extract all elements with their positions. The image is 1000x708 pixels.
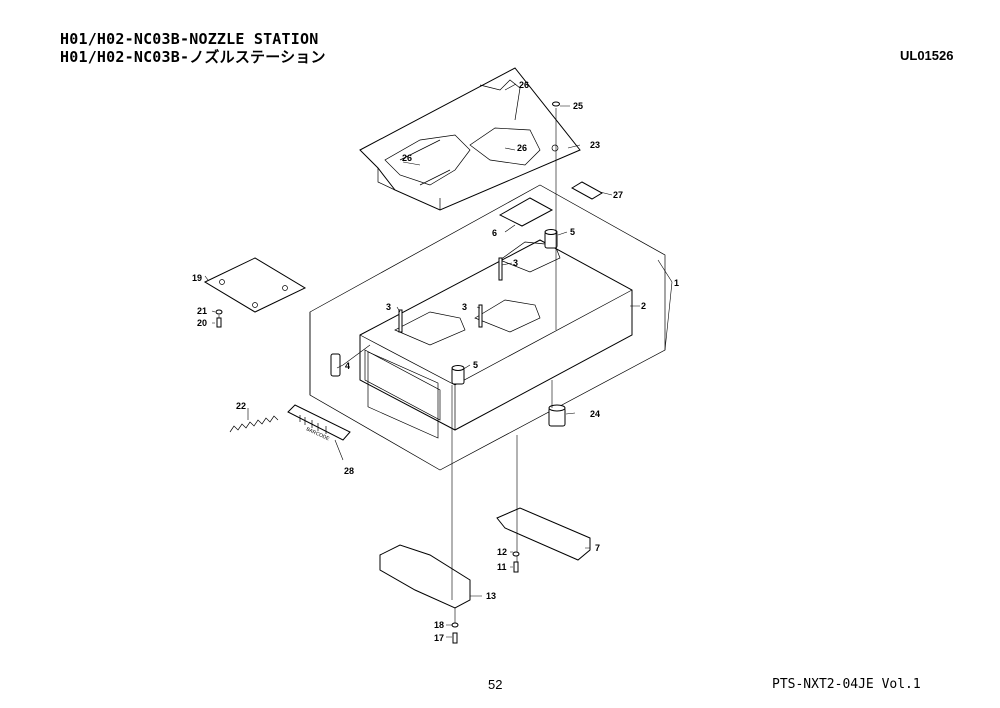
callout-21: 21 [197, 306, 207, 316]
callout-28: 28 [344, 466, 354, 476]
nozzle-station-body [359, 239, 633, 439]
callout-1: 1 [674, 278, 679, 288]
callout-26a: 26 [519, 80, 529, 90]
callout-11: 11 [497, 562, 507, 572]
callout-3a: 3 [513, 258, 518, 268]
callout-20: 20 [197, 318, 207, 328]
callout-17: 17 [434, 633, 444, 643]
callout-26c: 26 [517, 143, 527, 153]
callout-19: 19 [192, 273, 202, 283]
cover-plate [203, 257, 307, 313]
pin-4 [330, 353, 341, 377]
callout-22: 22 [236, 401, 246, 411]
callout-26b: 26 [402, 153, 412, 163]
fasteners [215, 101, 560, 644]
callouts: 26 25 26 26 23 27 6 5 1 3 3 19 21 20 3 3… [192, 80, 679, 643]
callout-24: 24 [590, 409, 600, 419]
barcode-label: BARCODE [287, 404, 351, 443]
title-japanese: H01/H02-NC03B-ノズルステーション [60, 48, 326, 66]
pins [398, 257, 503, 333]
callout-27: 27 [613, 190, 623, 200]
drawing-id: UL01526 [900, 48, 954, 63]
top-plate [359, 67, 581, 211]
spacers [451, 229, 558, 385]
callout-2: 2 [641, 301, 646, 311]
callout-12: 12 [497, 547, 507, 557]
callout-3c: 3 [462, 302, 467, 312]
callout-25: 25 [573, 101, 583, 111]
callout-4: 4 [345, 361, 350, 371]
label-plate [498, 197, 554, 227]
callout-18: 18 [434, 620, 444, 630]
callout-13: 13 [486, 591, 496, 601]
title-english: H01/H02-NC03B-NOZZLE STATION [60, 30, 319, 48]
callout-5b: 5 [473, 360, 478, 370]
bracket-7 [496, 507, 591, 561]
small-label [570, 181, 604, 200]
callout-5a: 5 [570, 227, 575, 237]
bracket-13 [379, 544, 471, 609]
page-number: 52 [488, 677, 503, 692]
spring [229, 415, 279, 433]
callout-23: 23 [590, 140, 600, 150]
publication-reference: PTS-NXT2-04JE Vol.1 [772, 677, 921, 692]
callout-7: 7 [595, 543, 600, 553]
callout-6: 6 [492, 228, 497, 238]
callout-3b: 3 [386, 302, 391, 312]
leader-lines [204, 83, 673, 638]
standoff [548, 404, 566, 427]
